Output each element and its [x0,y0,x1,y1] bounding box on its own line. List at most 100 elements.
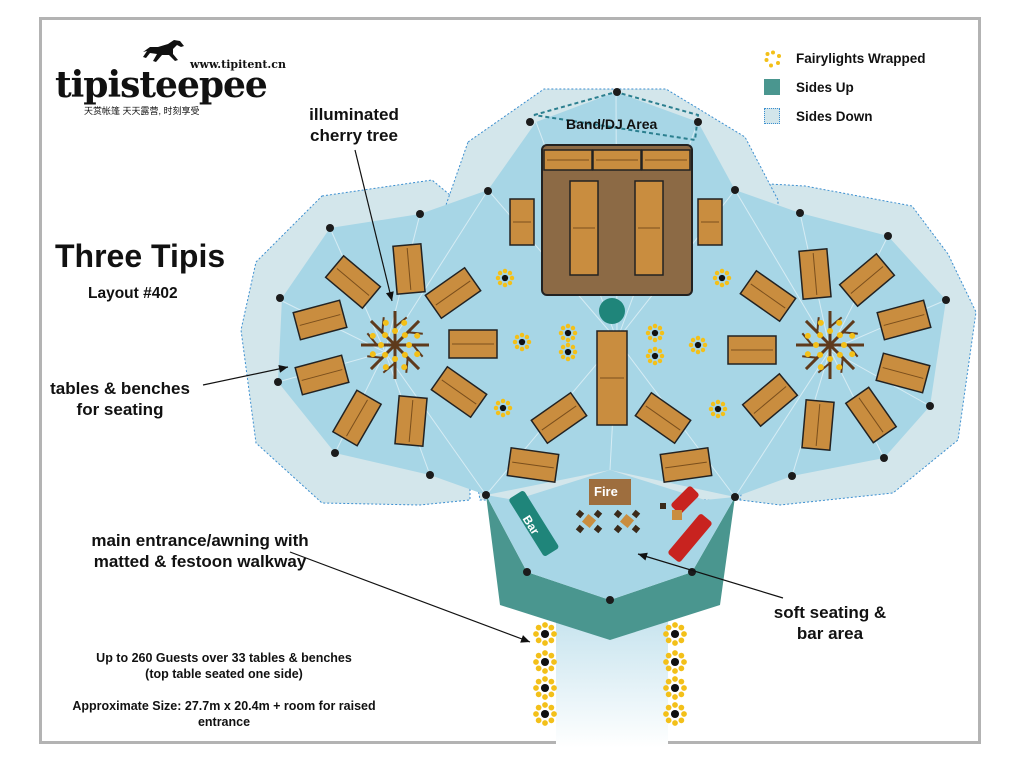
tent-pole-dot [482,491,490,499]
light [497,280,503,286]
seating-table [430,365,488,419]
cherry-tree-label: illuminated cherry tree [309,105,399,145]
tent-pole-dot [731,493,739,501]
twig [816,317,820,333]
stool [593,509,603,519]
blossom [804,332,811,339]
light [551,631,557,637]
light [657,325,663,331]
page-title: Three Tipis [55,238,226,274]
light [672,650,678,656]
entrance-arrow [289,551,531,643]
light [548,704,555,711]
logo-url[interactable]: www.tipitent.cn [190,58,286,71]
cherry-tree-icon [796,311,864,379]
seating-table [876,299,932,341]
stage-table [641,149,691,171]
blossom [817,319,824,326]
sides-up-swatch [764,79,780,95]
stool [631,524,641,534]
light [672,720,678,726]
fairylight-pole [708,399,728,419]
guide-line [734,349,831,498]
light [570,325,576,331]
bench-line [541,405,577,431]
light [524,334,530,340]
blossom [827,356,833,362]
light [542,676,548,682]
tent-pole-dot [416,210,424,218]
light [497,270,503,276]
tent-pole-dot [274,378,282,386]
bench-line [346,399,368,437]
seating-table [739,269,797,323]
light [665,652,672,659]
pole [564,329,572,337]
seating-table [798,248,832,300]
seating-table [727,335,777,365]
twig [829,316,843,328]
tent-pole-dot [484,187,492,195]
light [570,344,576,350]
light [719,268,725,274]
light [524,344,530,350]
pole [718,274,726,282]
fairylight-pole [558,323,578,343]
light [681,711,687,717]
light [702,342,708,348]
tent-pole-dot [926,402,934,410]
light [657,335,663,341]
light [560,335,566,341]
bench-line [336,268,370,296]
light [572,330,578,336]
seating-table [448,329,498,359]
tent-pole-dot [613,88,621,96]
light [542,694,548,700]
blossom [401,351,408,358]
pole [694,341,702,349]
fairylight-pole [558,342,578,362]
light [505,400,511,406]
stool [575,509,585,519]
tent-pole-dot [326,224,334,232]
branch [804,319,832,347]
guide-line [384,351,487,496]
light [665,678,672,685]
arrow-head [385,291,394,301]
legend-label: Fairylights Wrapped [796,50,926,66]
light [542,668,548,674]
stool [631,509,641,519]
light [558,349,564,355]
light [659,330,665,336]
light [672,702,678,708]
light [548,678,555,685]
legend-item-sides-up: Sides Up [764,79,854,95]
light [695,335,701,341]
bench-line [665,461,707,469]
horse-icon [143,40,184,62]
light [657,358,663,364]
arrow-line [354,149,393,302]
light [714,280,720,286]
light [500,398,506,404]
light [502,282,508,288]
stool [613,509,623,519]
light [652,346,658,352]
pole [540,629,550,639]
twig [840,357,844,373]
seating-table [659,446,713,484]
seating-table [875,352,931,394]
light [715,413,721,419]
light [500,412,506,418]
branch [804,343,832,371]
light [663,685,669,691]
legend-label: Sides Up [796,79,854,95]
blossom [382,364,389,371]
light [495,275,501,281]
tent-pole-dot [523,568,531,576]
bench-line [883,314,925,326]
blossom [827,328,833,334]
sofa [671,486,699,514]
stage-table [569,180,599,276]
